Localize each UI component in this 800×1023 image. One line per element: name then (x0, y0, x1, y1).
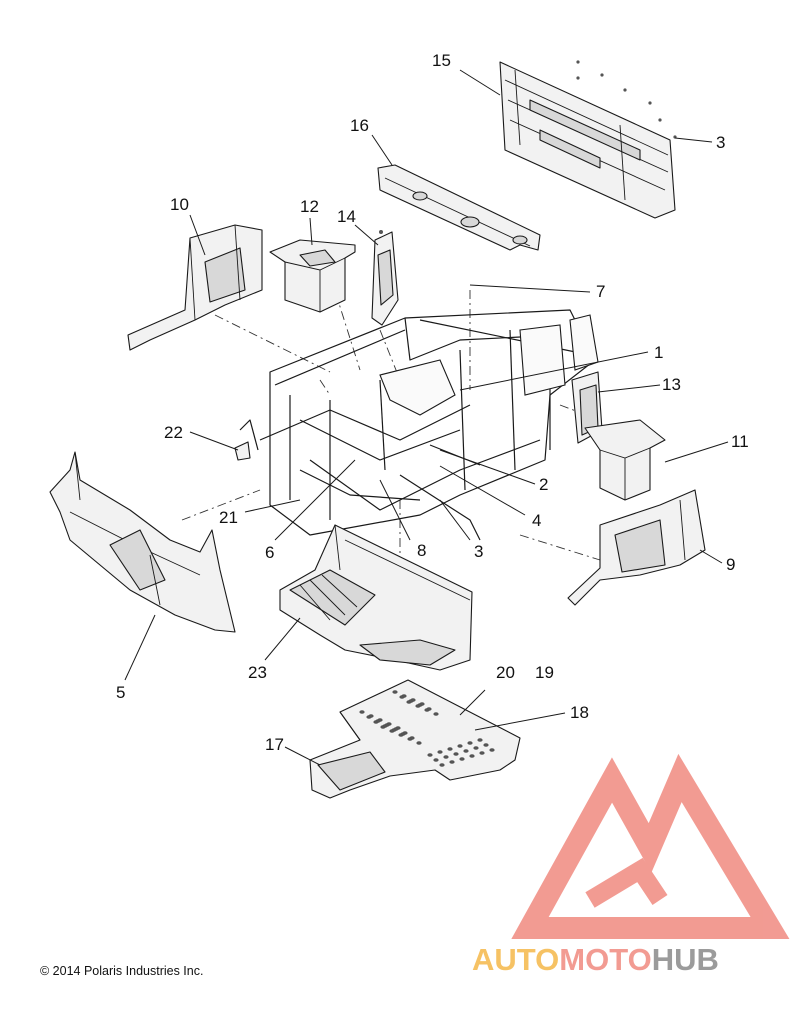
skid-plate-hole (459, 757, 465, 761)
callout-21: 21 (219, 508, 238, 527)
logo-wordmark: AUTOMOTOHUB (472, 942, 719, 977)
callout-13: 13 (662, 375, 681, 394)
part-9-right-side-panel (567, 489, 706, 606)
skid-plate-hole (359, 710, 365, 714)
callout-5: 5 (116, 683, 125, 702)
logo-inner-mark (585, 857, 668, 908)
part-22-bracket (234, 441, 251, 461)
callout-22: 22 (164, 423, 183, 442)
skid-plate-hole (479, 751, 485, 755)
logo-word-moto: MOTO (559, 942, 651, 977)
skid-plate-hole (467, 741, 473, 745)
callout-labels: 15 3 16 12 14 10 7 1 13 22 11 2 4 21 6 8… (116, 51, 749, 754)
callout-7: 7 (596, 282, 605, 301)
callout-11: 11 (731, 432, 749, 451)
chassis-frame (239, 309, 599, 541)
skid-plate-hole (457, 744, 463, 748)
automotohub-logo: AUTOMOTOHUB (472, 753, 790, 977)
callout-12: 12 (300, 197, 319, 216)
skid-plate-hole (447, 747, 453, 751)
skid-plate-hole (373, 720, 379, 724)
part-10-left-side-panel (127, 224, 263, 351)
skid-plate-hole (439, 763, 445, 767)
callout-8: 8 (417, 541, 426, 560)
callout-10: 10 (170, 195, 189, 214)
skid-plate-hole (443, 755, 449, 759)
skid-plate-hole (389, 729, 395, 733)
skid-plate-hole (406, 700, 412, 704)
skid-plate-hole (449, 760, 455, 764)
callout-18: 18 (570, 703, 589, 722)
part-13-vent-panel (571, 371, 603, 444)
callout-14: 14 (337, 207, 356, 226)
callout-23: 23 (248, 663, 267, 682)
callout-1: 1 (654, 343, 663, 362)
part-14-side-trim (371, 230, 399, 326)
leader-lines (124, 69, 729, 766)
skid-plate-hole (477, 738, 483, 742)
part-16-cross-panel (377, 164, 541, 251)
skid-plate-hole (489, 748, 495, 752)
callout-3-top: 3 (716, 133, 725, 152)
part-23-floor-panel (279, 524, 473, 671)
skid-plate-hole (469, 754, 475, 758)
part-15-rear-panel (499, 61, 676, 219)
callout-20: 20 (496, 663, 515, 682)
copyright-notice: © 2014 Polaris Industries Inc. (40, 964, 203, 978)
skid-plate-hole (433, 712, 439, 716)
logo-triangle-mark (511, 753, 790, 939)
part-5-front-bulkhead (49, 451, 236, 633)
skid-plate-hole (463, 749, 469, 753)
callout-3-bottom: 3 (474, 542, 483, 561)
skid-plate-hole (407, 737, 413, 741)
part-12-storage-bin (269, 239, 356, 313)
skid-plate-hole (424, 708, 430, 712)
logo-word-auto: AUTO (472, 942, 559, 977)
fasteners-3 (576, 60, 677, 139)
callout-17: 17 (265, 735, 284, 754)
callout-4: 4 (532, 511, 541, 530)
logo-word-hub: HUB (652, 942, 719, 977)
callout-19: 19 (535, 663, 554, 682)
skid-plate-hole (415, 704, 421, 708)
skid-plate-hole (427, 753, 433, 757)
part-11-storage-bin (584, 419, 666, 501)
part-17-skid-plate (309, 679, 521, 799)
skid-plate-holes (359, 690, 495, 767)
skid-plate-hole (380, 725, 386, 729)
dashed-guide-lines (181, 274, 601, 561)
skid-plate-hole (392, 690, 398, 694)
skid-plate-hole (416, 741, 422, 745)
skid-plate-hole (437, 750, 443, 754)
skid-plate-hole (399, 695, 405, 699)
callout-2: 2 (539, 475, 548, 494)
skid-plate-hole (473, 746, 479, 750)
callout-16: 16 (350, 116, 369, 135)
skid-plate-hole (483, 743, 489, 747)
skid-plate-hole (398, 733, 404, 737)
callout-6: 6 (265, 543, 274, 562)
skid-plate-hole (366, 715, 372, 719)
skid-plate-hole (433, 758, 439, 762)
callout-9: 9 (726, 555, 735, 574)
callout-15: 15 (432, 51, 451, 70)
skid-plate-hole (453, 752, 459, 756)
